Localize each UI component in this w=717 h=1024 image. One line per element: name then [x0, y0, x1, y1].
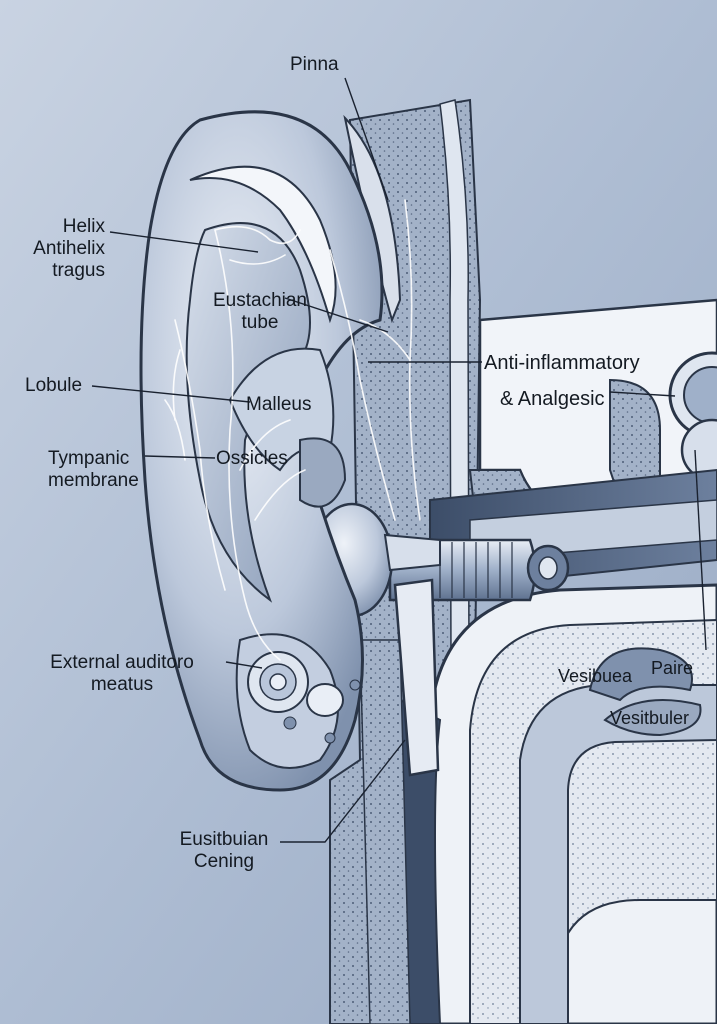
lobule-bead-small-3	[350, 680, 360, 690]
label-tympanic: Tympanic	[48, 448, 139, 470]
label-lobule-text: Lobule	[25, 375, 82, 397]
label-anti-inflammatory-text: Anti-inflammatory	[484, 352, 640, 374]
label-membrane: membrane	[48, 470, 139, 492]
label-antihelix: Antihelix	[20, 238, 105, 260]
label-paire: Paire	[651, 657, 693, 679]
ossicle-neck	[385, 535, 440, 570]
label-malleus-text: Malleus	[246, 394, 311, 416]
label-pinna: Pinna	[290, 54, 339, 76]
label-tragus: tragus	[20, 260, 105, 282]
label-eusitbuian-cening: Eusitbuian Cening	[168, 829, 280, 873]
label-paire-text: Paire	[651, 657, 693, 679]
label-eustachian-tube: Eustachian tube	[208, 290, 312, 334]
label-eusitbuian: Eusitbuian	[168, 829, 280, 851]
tympanic-disc-center	[539, 557, 557, 579]
label-ossicles: Ossicles	[216, 448, 288, 470]
lobule-bead	[307, 684, 343, 716]
label-analgesic: & Analgesic	[500, 388, 605, 410]
lobule-bead-small-2	[325, 733, 335, 743]
label-ossicles-text: Ossicles	[216, 448, 288, 470]
label-helix: Helix	[20, 216, 105, 238]
label-external-auditoro: External auditoro	[22, 652, 222, 674]
label-anti-inflammatory: Anti-inflammatory	[484, 352, 640, 374]
label-tube: tube	[208, 312, 312, 334]
lobule-coil-inner	[270, 674, 286, 690]
label-vesibuea-text: Vesibuea	[558, 665, 632, 687]
label-meatus: meatus	[22, 674, 222, 696]
label-external-auditory-meatus: External auditoro meatus	[22, 652, 222, 696]
label-malleus: Malleus	[246, 394, 311, 416]
label-vesitbuler: Vesitbuler	[610, 707, 689, 729]
label-vesibuea: Vesibuea	[558, 665, 632, 687]
label-pinna-text: Pinna	[290, 54, 339, 76]
label-vesitbuler-text: Vesitbuler	[610, 707, 689, 729]
label-cening: Cening	[168, 851, 280, 873]
label-analgesic-text: & Analgesic	[500, 388, 605, 410]
label-helix-group: Helix Antihelix tragus	[20, 216, 105, 282]
lobule-bead-small-1	[284, 717, 296, 729]
label-eustachian: Eustachian	[208, 290, 312, 312]
label-lobule: Lobule	[25, 375, 82, 397]
label-tympanic-membrane: Tympanic membrane	[48, 448, 139, 492]
